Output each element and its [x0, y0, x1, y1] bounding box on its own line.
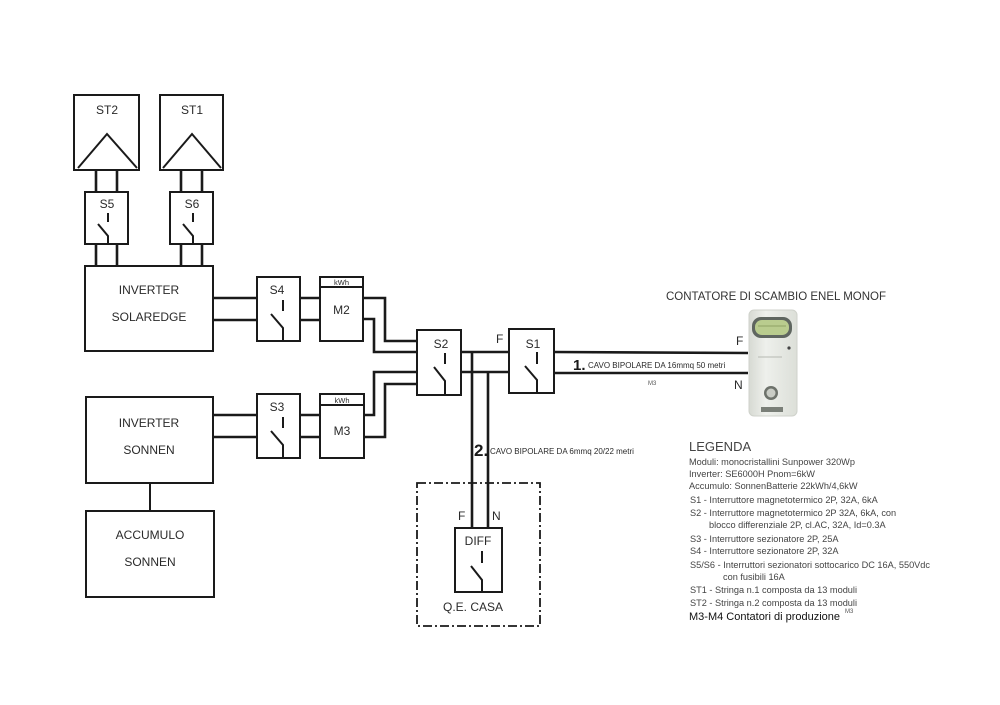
- enel-exchange-meter-icon: [748, 309, 798, 417]
- wire-m3-s2-b: [364, 382, 417, 439]
- pv-triangle-icon: [77, 132, 138, 169]
- legend-item: ST2 - Stringa n.2 composta da 13 moduli: [690, 598, 857, 608]
- legend: LEGENDA Moduli: monocristallini Sunpower…: [689, 439, 930, 623]
- inverter-sonnen-line2: SONNEN: [123, 443, 174, 457]
- accumulo-sonnen: ACCUMULO SONNEN: [85, 510, 215, 598]
- legend-item: S1 - Interruttore magnetotermico 2P, 32A…: [690, 495, 879, 505]
- s1-phase-label: F: [496, 332, 503, 346]
- switch-contact-icon: [470, 551, 483, 592]
- legend-item: S3 - Interruttore sezionatore 2P, 25A: [690, 534, 839, 544]
- switch-s4-label: S4: [270, 283, 285, 297]
- switch-diff-label: DIFF: [465, 534, 492, 548]
- switch-contact-icon: [433, 353, 446, 395]
- switch-contact-icon: [270, 417, 284, 458]
- switch-s3-label: S3: [270, 400, 285, 414]
- meter-m3-unit: kWh: [335, 396, 350, 405]
- qe-casa-label: Q.E. CASA: [443, 600, 503, 614]
- cable-2-number: 2.: [474, 441, 488, 460]
- cable-2-text: CAVO BIPOLARE DA 6mmq 20/22 metri: [490, 447, 634, 456]
- wire-m2-s2-b: [363, 317, 417, 354]
- switch-contact-icon: [524, 352, 538, 393]
- switch-contact-icon: [97, 213, 109, 244]
- legend-spec: Moduli: monocristallini Sunpower 320Wp: [689, 457, 855, 467]
- cable-1-label: 1. CAVO BIPOLARE DA 16mmq 50 metri M3: [573, 357, 725, 387]
- switch-s4: S4: [256, 276, 301, 342]
- diff-neutral-label: N: [492, 509, 501, 523]
- inverter-sonnen: INVERTER SONNEN: [85, 396, 214, 484]
- diff-phase-label: F: [458, 509, 465, 523]
- meter-m3: kWh M3: [319, 393, 365, 459]
- string-st1: ST1: [159, 94, 224, 171]
- switch-s6-label: S6: [185, 197, 200, 211]
- legend-item: S5/S6 - Interruttori sezionatori sottoca…: [690, 560, 930, 570]
- wire-m3-s2-a: [364, 370, 417, 417]
- legend-item-cont: blocco differenziale 2P, cl.AC, 32A, Id=…: [709, 520, 887, 530]
- switch-s1-label: S1: [526, 337, 541, 351]
- switch-s1: S1: [508, 328, 555, 394]
- legend-footer-note: M3: [845, 609, 854, 615]
- cable-1-number: 1.: [573, 357, 586, 374]
- inverter-solaredge-line1: INVERTER: [119, 283, 180, 297]
- meter-phase-label: F: [736, 334, 743, 348]
- legend-item: S2 - Interruttore magnetotermico 2P 32A,…: [690, 508, 896, 518]
- meter-m3-label: M3: [334, 424, 351, 438]
- meter-title: CONTATORE DI SCAMBIO ENEL MONOF: [666, 291, 886, 303]
- pv-triangle-icon: [162, 132, 222, 169]
- wire-s1-meter-f: [553, 350, 749, 355]
- switch-contact-icon: [270, 300, 284, 341]
- legend-item: S4 - Interruttore sezionatore 2P, 32A: [690, 546, 839, 556]
- switch-s3: S3: [256, 393, 301, 459]
- cable-2-label: 2. CAVO BIPOLARE DA 6mmq 20/22 metri: [474, 441, 634, 460]
- string-st2: ST2: [73, 94, 140, 171]
- wire-m2-s2-a: [363, 296, 417, 343]
- switch-s2: S2: [416, 329, 462, 396]
- meter-neutral-label: N: [734, 378, 743, 392]
- switch-s2-label: S2: [434, 337, 449, 351]
- inverter-sonnen-line1: INVERTER: [119, 416, 180, 430]
- switch-contact-icon: [182, 213, 194, 244]
- meter-m2-unit: kWh: [334, 278, 349, 287]
- wiring: [94, 170, 749, 528]
- legend-item: ST1 - Stringa n.1 composta da 13 moduli: [690, 585, 857, 595]
- inverter-solaredge-line2: SOLAREDGE: [112, 310, 187, 324]
- qe-casa-panel: F N DIFF Q.E. CASA: [416, 482, 541, 627]
- legend-spec: Accumulo: SonnenBatterie 22kWh/4,6kW: [689, 481, 858, 491]
- string-st1-label: ST1: [181, 103, 203, 117]
- switch-s5-label: S5: [100, 197, 115, 211]
- legend-footer: M3-M4 Contatori di produzione: [689, 611, 840, 623]
- cable-1-note: M3: [648, 381, 657, 387]
- meter-m2-label: M2: [333, 303, 350, 317]
- legend-item-cont: con fusibili 16A: [723, 572, 786, 582]
- legend-title: LEGENDA: [689, 439, 751, 454]
- switch-diff: DIFF: [454, 527, 503, 593]
- accumulo-sonnen-line1: ACCUMULO: [116, 528, 185, 542]
- inverter-solaredge: INVERTER SOLAREDGE: [84, 265, 214, 352]
- accumulo-sonnen-line2: SONNEN: [124, 555, 175, 569]
- switch-s6: S6: [169, 191, 214, 245]
- legend-spec: Inverter: SE6000H Pnom=6kW: [689, 469, 815, 479]
- switch-s5: S5: [84, 191, 129, 245]
- string-st2-label: ST2: [96, 103, 118, 117]
- cable-1-text: CAVO BIPOLARE DA 16mmq 50 metri: [588, 361, 725, 370]
- meter-m2: kWh M2: [319, 276, 364, 342]
